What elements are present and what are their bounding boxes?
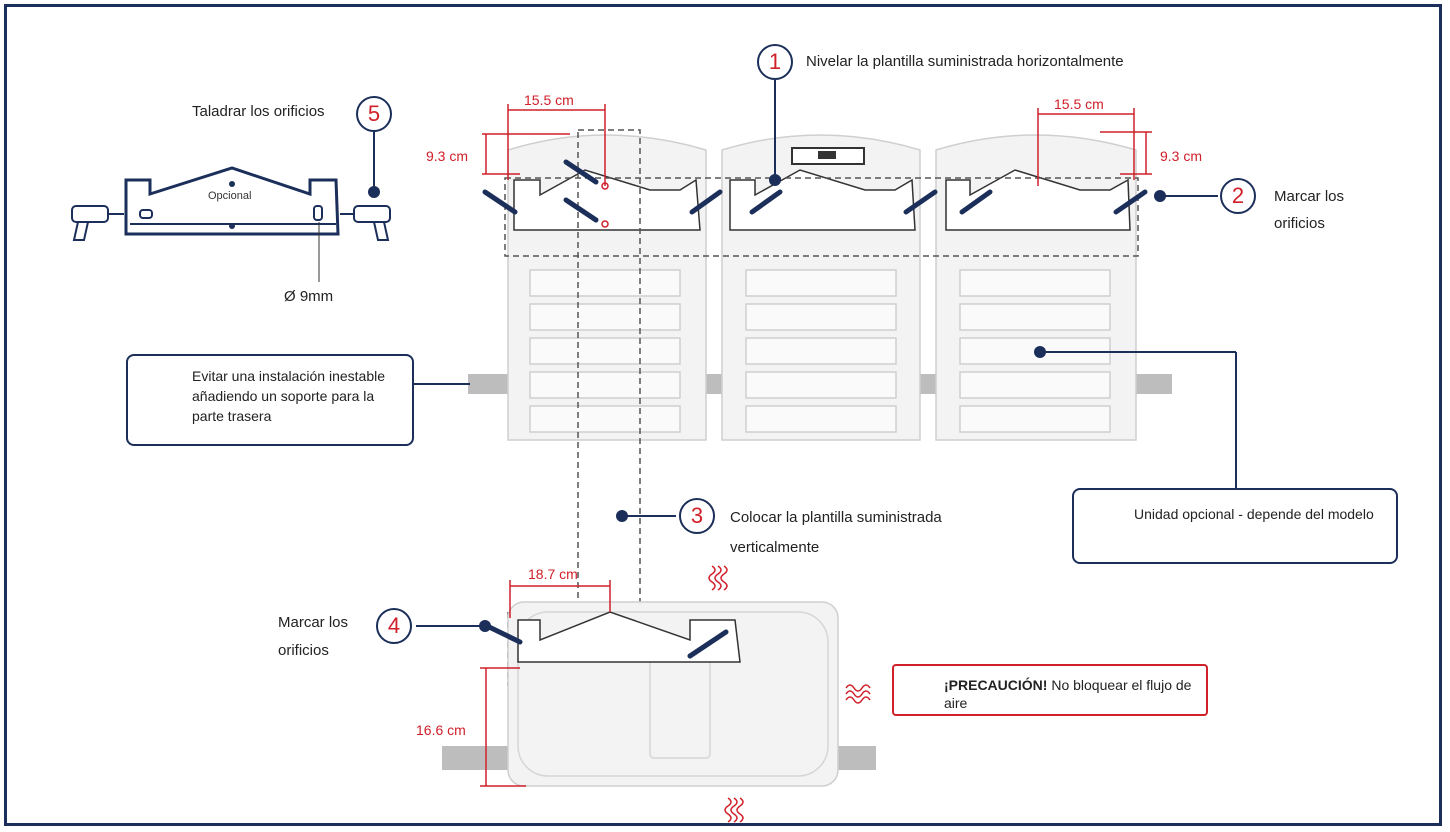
caution-box: ¡PRECAUCIÓN! No bloquear el flujo de air… [892, 664, 1208, 716]
optional-unit-note-text: Unidad opcional - depende del modelo [1134, 506, 1374, 522]
dim-lines-upper-right [1037, 108, 1152, 186]
hole-diameter-label: Ø 9mm [284, 288, 334, 305]
wall-rail-right [1134, 374, 1172, 394]
lower-template [517, 611, 741, 663]
dim-bottom-height: 16.6 cm [416, 722, 466, 738]
drill-icon-right [340, 205, 391, 241]
bracket-detail [124, 166, 340, 236]
callout-dots [368, 174, 1166, 632]
bracket-hole-bottom [229, 223, 235, 229]
step-4-label-line1: Marcar los [278, 614, 349, 631]
step-5-badge: 5 [356, 96, 392, 132]
bracket-optional-label: Opcional [208, 190, 252, 202]
step-2-badge: 2 [1220, 178, 1256, 214]
airflow-icons [708, 565, 871, 823]
step-3-label-line1: Colocar la plantilla suministrada [730, 509, 942, 526]
step-4-badge: 4 [376, 608, 412, 644]
lower-rail-left [442, 746, 512, 770]
dim-right-height: 9.3 cm [1160, 148, 1203, 164]
rear-support-note-text: Evitar una instalación inestable añadien… [192, 368, 386, 424]
lower-rail-right [836, 746, 876, 770]
lower-unit-inner [517, 611, 829, 777]
bracket-hole-top [229, 181, 235, 187]
spirit-level-bubble [818, 151, 836, 159]
step-5-label: Taladrar los orificios [192, 103, 325, 120]
step-1-badge: 1 [757, 44, 793, 80]
bracket-slot-right [313, 205, 323, 221]
step-3-badge: 3 [679, 498, 715, 534]
wall-rail-left [468, 374, 510, 394]
wall-rail-mid2 [918, 374, 938, 394]
caution-heading: ¡PRECAUCIÓN! [944, 677, 1048, 693]
step-4-label-line2: orificios [278, 642, 329, 659]
dim-lines-lower [480, 580, 611, 787]
wall-rail-mid1 [704, 374, 724, 394]
dim-bottom-width: 18.7 cm [528, 566, 578, 582]
dim-right-width: 15.5 cm [1054, 96, 1104, 112]
horizontal-template-outline [504, 177, 1139, 257]
caution-text: No bloquear el flujo de aire [944, 677, 1192, 711]
pencil-icon-lower [687, 629, 729, 659]
dim-lines-upper-left [482, 104, 606, 186]
callout-leaders [373, 80, 1237, 627]
optional-unit-note: Unidad opcional - depende del modelo [1072, 488, 1398, 564]
drill-icon-left [71, 205, 124, 241]
step-1-label: Nivelar la plantilla suministrada horizo… [806, 53, 1124, 70]
step-2-label-line1: Marcar los [1274, 188, 1345, 205]
step-3-label-line2: verticalmente [730, 539, 820, 556]
dim-left-width: 15.5 cm [524, 92, 574, 108]
step-2-label-line2: orificios [1274, 215, 1325, 232]
bracket-slot-left [139, 209, 153, 219]
rear-support-note: Evitar una instalación inestable añadien… [126, 354, 414, 446]
pencil-icons-upper [482, 159, 1148, 223]
dim-left-height: 9.3 cm [426, 148, 469, 164]
